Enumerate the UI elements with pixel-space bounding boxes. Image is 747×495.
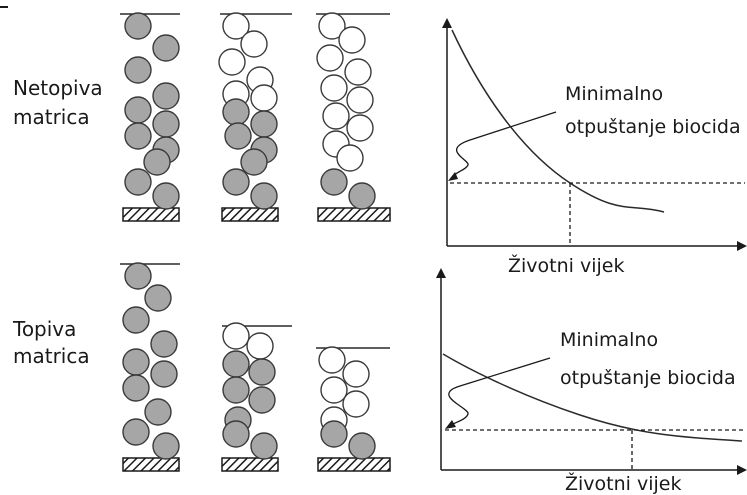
dissolved-particle-void: [316, 44, 344, 72]
substrate-hatch: [317, 457, 391, 472]
dissolved-particle-void: [322, 102, 350, 130]
dissolved-particle-void: [346, 86, 374, 114]
annotation-line-1: Minimalno: [565, 83, 663, 105]
row-label-line-1: Netopiva: [13, 76, 103, 100]
dissolved-particle-void: [240, 30, 268, 58]
column-soluble-depleted: [316, 346, 391, 472]
biocide-particle: [224, 122, 252, 150]
biocide-particle: [152, 110, 180, 138]
dissolved-particle-void: [318, 12, 346, 40]
dissolved-particle-void: [344, 58, 372, 86]
biocide-particle: [152, 34, 180, 62]
annotation-min-release: Minimalno otpuštanje biocida: [565, 83, 741, 138]
annotation-line-2: otpuštanje biocida: [560, 367, 736, 389]
biocide-particle: [124, 262, 152, 290]
biocide-particle: [248, 358, 276, 386]
biocide-particle: [250, 432, 278, 460]
x-axis-label: Životni vijek: [565, 472, 681, 495]
column-insoluble-initial: [120, 12, 180, 222]
column-soluble-partial: [221, 322, 292, 472]
substrate-hatch: [122, 207, 180, 222]
annotation-pointer: [448, 357, 551, 427]
biocide-particle: [152, 432, 180, 460]
biocide-particle: [124, 96, 152, 124]
row-label-line-2: matrica: [13, 344, 90, 368]
dissolved-particle-void: [320, 376, 348, 404]
dissolved-particle-void: [250, 84, 278, 112]
biocide-particle: [144, 284, 172, 312]
release-graph-soluble: Minimalno otpuštanje biocida Životni vij…: [436, 268, 747, 495]
biocide-particle: [124, 168, 152, 196]
row-label-line-2: matrica: [13, 105, 90, 129]
release-graph-insoluble: Minimalno otpuštanje biocida Životni vij…: [442, 18, 747, 277]
row-label-soluble: Topiva matrica: [12, 317, 90, 368]
biocide-particle: [122, 348, 150, 376]
row-label-line-1: Topiva: [12, 317, 76, 341]
biocide-particle: [248, 386, 276, 414]
biocide-particle: [240, 148, 268, 176]
biocide-particle: [250, 110, 278, 138]
biocide-particle: [124, 12, 152, 40]
row-label-insoluble: Netopiva matrica: [13, 76, 109, 129]
biocide-particle: [122, 306, 150, 334]
dissolved-particle-void: [338, 26, 366, 54]
release-curve: [442, 353, 743, 442]
dissolved-particle-void: [222, 322, 250, 350]
dissolved-particle-void: [218, 48, 246, 76]
biocide-particle: [122, 374, 150, 402]
column-insoluble-partial: [218, 12, 292, 222]
biocide-particle: [150, 330, 178, 358]
annotation-arrowhead: [445, 420, 456, 429]
biocide-particle: [122, 418, 150, 446]
substrate-hatch: [317, 207, 391, 222]
biocide-particle: [222, 168, 250, 196]
biocide-particle: [250, 182, 278, 210]
biocide-particle: [143, 148, 171, 176]
dissolved-particle-void: [222, 12, 250, 40]
biocide-particle: [150, 360, 178, 388]
dissolved-particle-void: [342, 390, 370, 418]
biocide-particle: [320, 420, 348, 448]
biocide-particle: [222, 98, 250, 126]
biocide-particle: [348, 182, 376, 210]
biocide-particle: [124, 56, 152, 84]
dissolved-particle-void: [246, 332, 274, 360]
biocide-particle: [348, 432, 376, 460]
annotation-pointer: [451, 111, 557, 179]
dissolved-particle-void: [336, 144, 364, 172]
substrate-hatch: [221, 457, 279, 472]
annotation-min-release: Minimalno otpuštanje biocida: [560, 329, 736, 389]
x-axis-label: Životni vijek: [508, 254, 624, 277]
annotation-line-1: Minimalno: [560, 329, 658, 351]
dissolved-particle-void: [346, 114, 374, 142]
release-curve: [451, 29, 665, 213]
biocide-particle: [152, 82, 180, 110]
biocide-particle: [222, 350, 250, 378]
dissolved-particle-void: [342, 360, 370, 388]
annotation-line-2: otpuštanje biocida: [565, 116, 741, 138]
column-soluble-initial: [120, 262, 180, 472]
biocide-particle: [222, 376, 250, 404]
biocide-particle: [222, 420, 250, 448]
biocide-particle: [320, 168, 348, 196]
biocide-particle: [152, 182, 180, 210]
biocide-particle: [144, 398, 172, 426]
biocide-particle: [124, 122, 152, 150]
annotation-arrowhead: [448, 172, 458, 181]
substrate-hatch: [221, 207, 279, 222]
dissolved-particle-void: [318, 346, 346, 374]
dissolved-particle-void: [320, 74, 348, 102]
substrate-hatch: [122, 457, 180, 472]
column-insoluble-depleted: [316, 12, 391, 222]
